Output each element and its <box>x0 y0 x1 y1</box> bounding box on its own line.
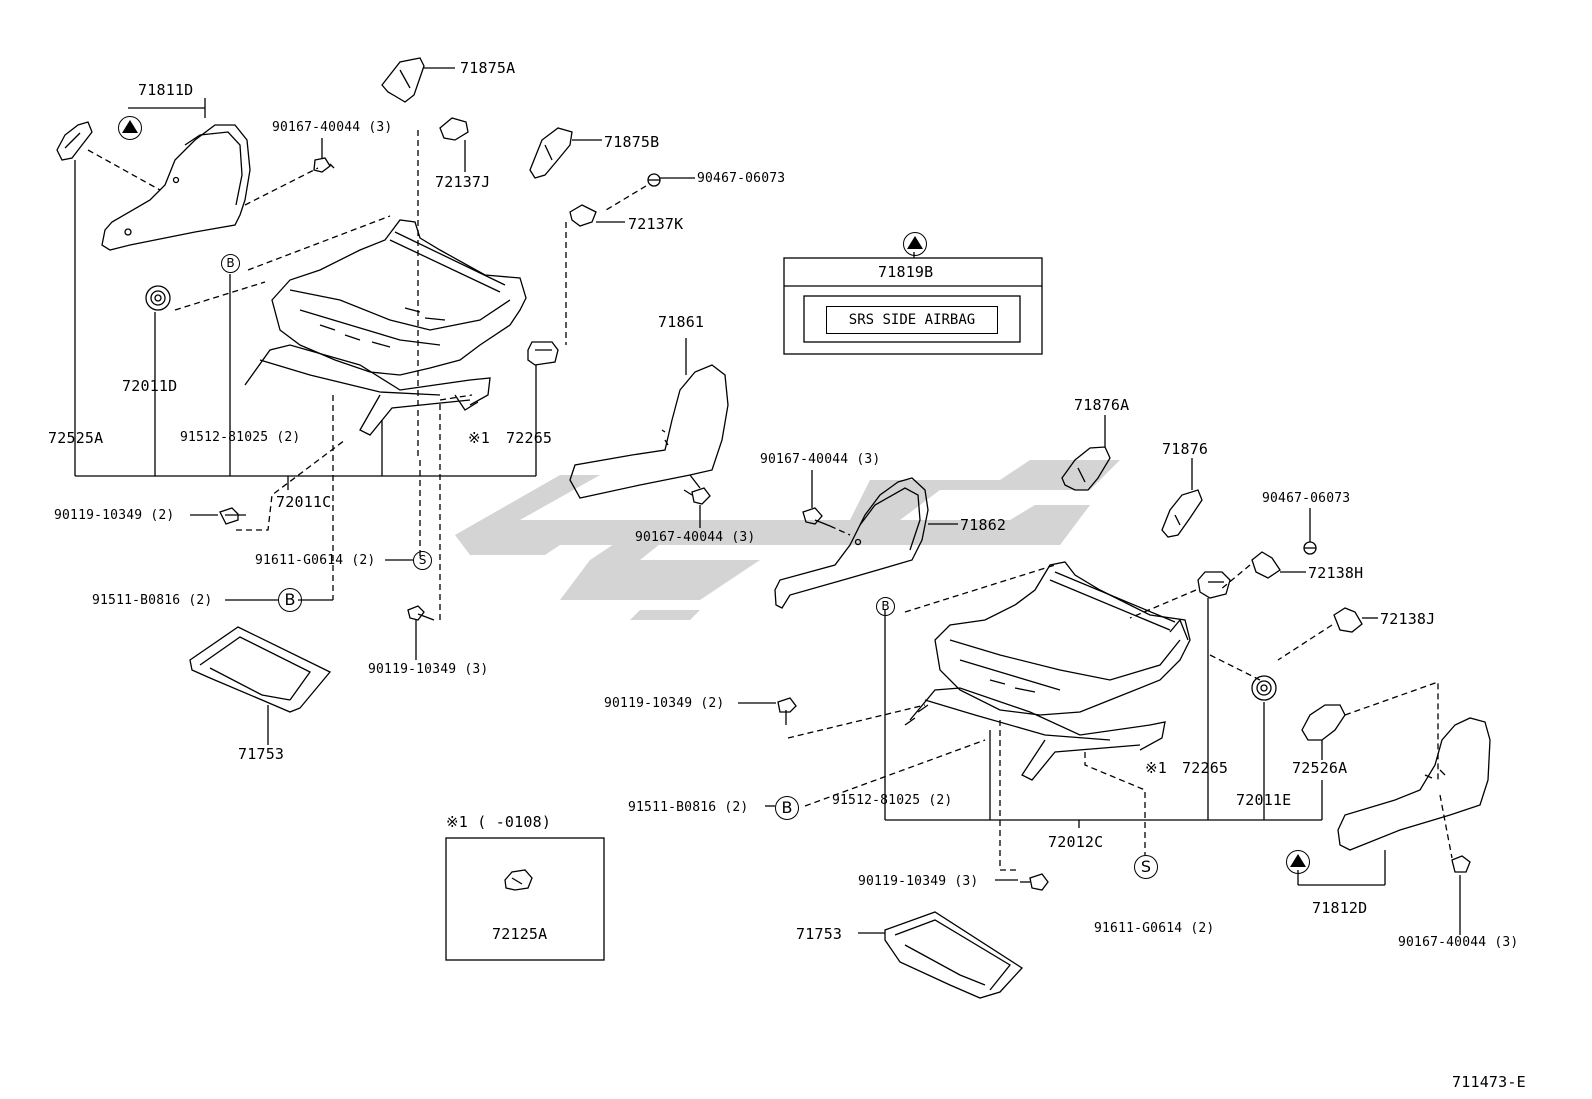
part-72011D-spring <box>145 285 171 311</box>
label-71876A: 71876A <box>1074 396 1130 414</box>
label-90467-06073-top: 90467-06073 <box>697 171 786 186</box>
label-90467-06073-right: 90467-06073 <box>1262 491 1351 506</box>
part-71861-panel <box>569 364 729 499</box>
inset-header: ※1 ( -0108) <box>446 813 552 831</box>
part-90119-bolt-left-lower <box>407 605 435 621</box>
part-90119-bolt-mid <box>777 697 797 725</box>
label-91511-B0816-right: 91511-B0816 (2) <box>628 800 749 815</box>
label-72137K: 72137K <box>628 215 684 233</box>
label-71875A: 71875A <box>460 59 516 77</box>
srs-side-airbag-tag: SRS SIDE AIRBAG <box>826 306 998 334</box>
label-71753-right: 71753 <box>796 925 843 943</box>
part-90167-bolt-right <box>1451 855 1471 873</box>
label-box <box>783 257 1043 355</box>
b-marker-icon: B <box>221 254 240 273</box>
part-71811D-shield <box>101 124 251 251</box>
label-90167-40044-mid2: 90167-40044 (3) <box>635 530 756 545</box>
s-marker-icon: S <box>413 551 432 570</box>
s-marker-icon: S <box>1134 855 1158 879</box>
label-72138J: 72138J <box>1380 610 1436 628</box>
part-90119-bolt-left-upper <box>219 507 246 525</box>
label-71861: 71861 <box>658 313 705 331</box>
part-90167-bolt-mid-right <box>802 507 831 527</box>
label-71876: 71876 <box>1162 440 1209 458</box>
part-72011E-spring <box>1251 675 1277 701</box>
label-72265-right: 72265 <box>1182 759 1229 777</box>
part-72137J-clip <box>439 117 469 141</box>
label-72526A: 72526A <box>1292 759 1348 777</box>
label-91512-81025-left: 91512-81025 (2) <box>180 430 301 445</box>
label-72265-left: 72265 <box>506 429 553 447</box>
part-71876A-cover <box>1061 446 1111 491</box>
part-72265-clip-left <box>527 341 559 366</box>
part-90167-bolt-mid-left <box>683 487 711 505</box>
label-72012C: 72012C <box>1048 833 1104 851</box>
part-72125A-clip <box>504 869 533 891</box>
part-71862-shield <box>774 477 929 609</box>
part-72265-clip-right <box>1197 571 1231 599</box>
label-72011C: 72011C <box>276 493 332 511</box>
part-71812D-shield <box>1337 717 1491 851</box>
triangle-marker-icon <box>903 232 927 256</box>
label-72137J: 72137J <box>435 173 491 191</box>
watermark-logo <box>455 460 1120 620</box>
label-72525A: 72525A <box>48 429 104 447</box>
label-72011E: 72011E <box>1236 791 1292 809</box>
label-71753-left: 71753 <box>238 745 285 763</box>
label-71812D: 71812D <box>1312 899 1368 917</box>
label-71875B: 71875B <box>604 133 660 151</box>
label-71862: 71862 <box>960 516 1007 534</box>
part-72138H-clip <box>1251 551 1281 579</box>
label-90119-10349-left-lower: 90119-10349 (3) <box>368 662 489 677</box>
part-90467-nut-right <box>1303 541 1317 555</box>
part-90167-bolt-top-left <box>313 157 335 173</box>
part-90467-nut-top <box>647 173 661 187</box>
label-90167-40044-right: 90167-40044 (3) <box>1398 935 1519 950</box>
label-72138H: 72138H <box>1308 564 1364 582</box>
label-71819B: 71819B <box>878 263 934 281</box>
b-marker-icon: B <box>876 597 895 616</box>
part-72137K-clip <box>569 204 597 227</box>
label-note-mark-left: ※1 <box>468 429 490 447</box>
label-72011D: 72011D <box>122 377 178 395</box>
part-71753-cover-left <box>189 626 332 713</box>
part-72138J-clip <box>1333 607 1363 633</box>
b-marker-icon: B <box>775 796 799 820</box>
label-90119-10349-right: 90119-10349 (3) <box>858 874 979 889</box>
part-71753-cover-right <box>884 911 1024 999</box>
label-72125A: 72125A <box>492 925 548 943</box>
label-note-mark-right: ※1 <box>1145 759 1167 777</box>
inset-box <box>445 837 605 961</box>
figure-id: 711473-E <box>1452 1073 1526 1091</box>
triangle-marker-icon <box>118 116 142 140</box>
label-90167-40044-mid1: 90167-40044 (3) <box>760 452 881 467</box>
label-90119-10349-left-upper: 90119-10349 (2) <box>54 508 175 523</box>
label-90167-40044-top: 90167-40044 (3) <box>272 120 393 135</box>
b-marker-icon: B <box>278 588 302 612</box>
label-71811D: 71811D <box>138 81 194 99</box>
label-91611-G0614-right: 91611-G0614 (2) <box>1094 921 1215 936</box>
seat-track-frame-right <box>904 561 1191 781</box>
triangle-marker-icon <box>1286 850 1310 874</box>
part-72526A-clip <box>1301 704 1346 741</box>
label-91512-81025-right: 91512-81025 (2) <box>832 793 953 808</box>
part-90119-bolt-right <box>1020 873 1049 891</box>
label-91611-G0614-left: 91611-G0614 (2) <box>255 553 376 568</box>
label-91511-B0816-left: 91511-B0816 (2) <box>92 593 213 608</box>
part-71875A-cover <box>381 57 425 103</box>
label-90119-10349-mid: 90119-10349 (2) <box>604 696 725 711</box>
part-72525A-clip <box>56 121 93 161</box>
part-71875B-cover <box>529 127 573 179</box>
part-71876-cover <box>1161 489 1203 538</box>
seat-track-frame-left <box>244 219 527 436</box>
